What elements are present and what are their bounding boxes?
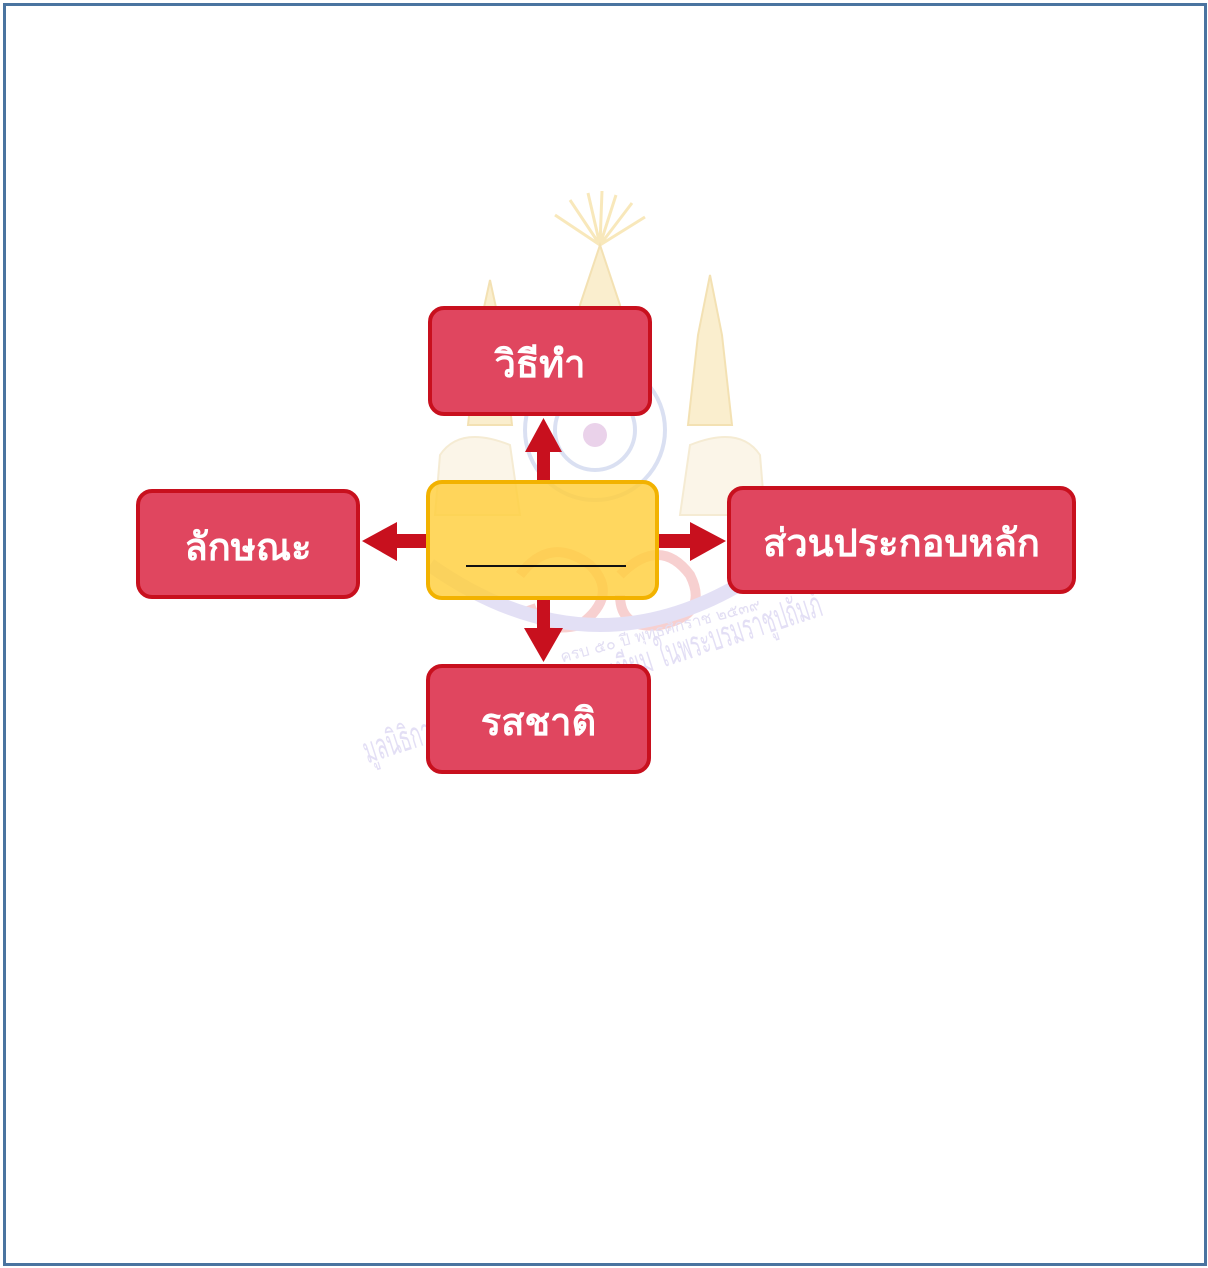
fill-in-blank-line (466, 565, 626, 567)
sunburst-icon (554, 190, 646, 247)
node-method[interactable]: วิธีทำ (428, 306, 652, 416)
arrow-down (524, 598, 563, 662)
arrow-left (362, 522, 429, 561)
slide-frame (3, 3, 1207, 1266)
node-characteristics-label: ลักษณะ (184, 524, 312, 569)
node-method-label: วิธีทำ (494, 341, 586, 386)
center-topic-box[interactable] (426, 480, 659, 600)
arrow-up (525, 418, 562, 482)
node-taste[interactable]: รสชาติ (426, 664, 651, 774)
arrow-right (657, 522, 726, 561)
node-characteristics[interactable]: ลักษณะ (136, 489, 360, 599)
node-taste-label: รสชาติ (480, 699, 597, 744)
node-main-ingredients[interactable]: ส่วนประกอบหลัก (727, 486, 1076, 594)
node-main-ingredients-label: ส่วนประกอบหลัก (763, 520, 1040, 565)
